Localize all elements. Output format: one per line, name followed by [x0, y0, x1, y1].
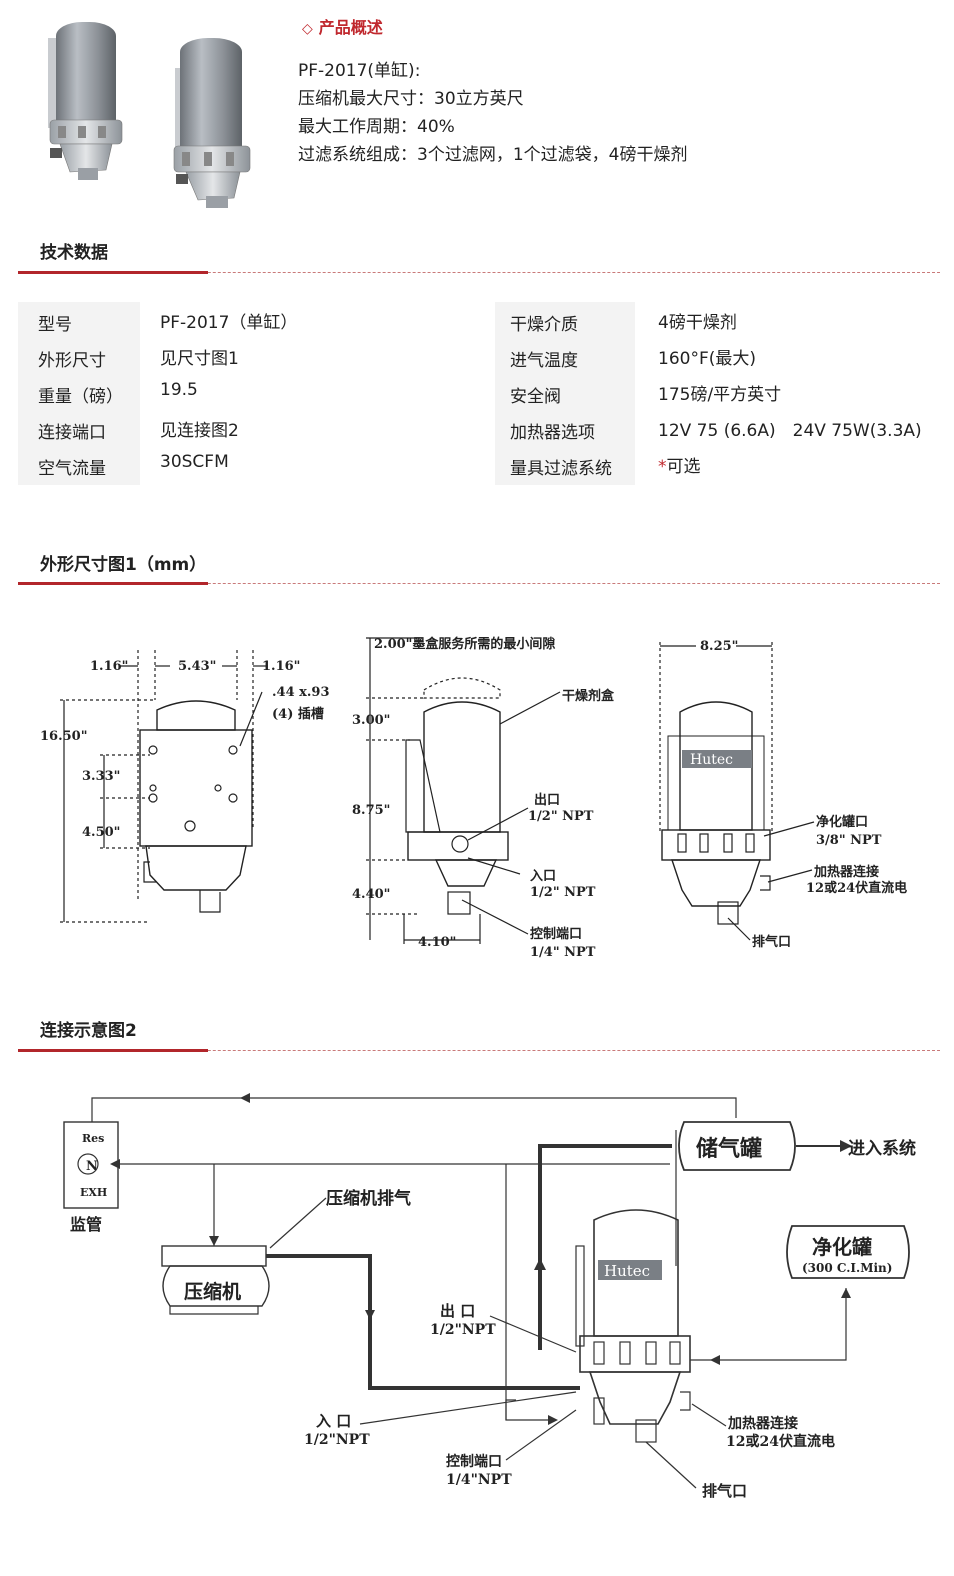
- spec-label: 量具过滤系统: [510, 459, 612, 479]
- overview-title: ◇产品概述: [302, 18, 383, 37]
- dim-label: (4) 插槽: [272, 706, 324, 722]
- spec-label: 型号: [38, 315, 72, 335]
- conn-label: 1/4"NPT: [446, 1472, 512, 1488]
- dim-label: 3/8" NPT: [816, 833, 882, 848]
- spec-label: 重量（磅）: [38, 387, 123, 407]
- spec-right-label-column: [495, 302, 635, 485]
- dim-label: 出口: [534, 792, 560, 808]
- brand-label: Hutec: [604, 1262, 650, 1280]
- dim-label: 8.75": [352, 803, 390, 818]
- spec-value: 见尺寸图1: [160, 349, 239, 369]
- conn-label: 1/2"NPT: [430, 1322, 496, 1338]
- dim-label: 入口: [530, 869, 556, 884]
- brand-label: Hutec: [690, 752, 733, 768]
- dimension-drawing: 1.16" 5.43" 1.16" .44 x.93 (4) 插槽 16.50"…: [40, 636, 907, 960]
- spec-label: 空气流量: [38, 459, 106, 479]
- dim-label: .44 x.93: [272, 685, 330, 700]
- conn-label: 储气罐: [696, 1136, 762, 1162]
- spec-value: 160°F(最大): [658, 349, 756, 369]
- spec-value: PF-2017（单缸）: [160, 313, 298, 333]
- spec-value: 175磅/平方英寸: [658, 385, 782, 405]
- overview-line-2: 压缩机最大尺寸：30立方英尺: [298, 89, 524, 109]
- dim-label: 16.50": [40, 729, 87, 744]
- spec-value: *可选: [658, 452, 701, 477]
- dim-label: 2.00"墨盒服务所需的最小间隙: [374, 636, 555, 652]
- spec-label: 干燥介质: [510, 315, 578, 335]
- dim-label: 12或24伏直流电: [806, 880, 907, 896]
- dim-section-bar: [18, 582, 208, 585]
- dim-label: 4.40": [352, 887, 390, 902]
- conn-label: 监管: [70, 1215, 102, 1234]
- conn-label: 1/2"NPT: [304, 1432, 370, 1448]
- conn-label: 入 口: [316, 1412, 351, 1430]
- conn-label: 净化罐: [812, 1235, 872, 1259]
- dim-label: 5.43": [178, 659, 216, 674]
- spec-label: 进气温度: [510, 351, 578, 371]
- dim-label: 1/2" NPT: [530, 885, 596, 900]
- spec-value: 见连接图2: [160, 421, 239, 441]
- spec-left-label-column: [18, 302, 140, 485]
- conn-label: 排气口: [702, 1482, 747, 1500]
- dim-section-title: 外形尺寸图1（mm）: [40, 555, 207, 575]
- conn-label: 进入系统: [848, 1138, 916, 1159]
- dim-label: 1.16": [90, 659, 128, 674]
- tech-section-title: 技术数据: [40, 243, 108, 263]
- conn-label: 压缩机: [184, 1280, 241, 1303]
- spec-label: 加热器选项: [510, 423, 595, 443]
- tech-section-rule: [18, 272, 940, 273]
- overview-line-3: 最大工作周期：40%: [298, 117, 455, 137]
- dim-label: 排气口: [752, 934, 791, 950]
- brand-plate: [598, 1260, 662, 1280]
- back-view: [659, 642, 815, 941]
- diamond-icon: ◇: [302, 21, 313, 37]
- dim-label: 8.25": [700, 639, 738, 654]
- conn-label: 12或24伏直流电: [726, 1433, 835, 1450]
- product-photo: [48, 22, 251, 208]
- front-view: [60, 650, 268, 923]
- conn-section-title: 连接示意图2: [40, 1021, 137, 1041]
- conn-section-rule: [18, 1050, 940, 1051]
- conn-label: 加热器连接: [727, 1415, 798, 1432]
- connection-diagram: Res N EXH 监管 压缩机排气 压缩机 储气罐 进入系统 净化罐 (300…: [63, 1093, 916, 1500]
- spec-value: 12V 75 (6.6A) 24V 75W(3.3A): [658, 421, 922, 441]
- dim-label: 1/2" NPT: [528, 809, 594, 824]
- dim-label: 净化罐口: [816, 814, 868, 830]
- dim-label: 4.10": [418, 935, 456, 950]
- overview-line-4: 过滤系统组成：3个过滤网，1个过滤袋，4磅干燥剂: [298, 145, 688, 165]
- conn-section-bar: [18, 1049, 208, 1052]
- spec-label: 外形尺寸: [38, 351, 106, 371]
- side-view: [366, 637, 561, 944]
- conn-label: N: [86, 1159, 98, 1174]
- spec-value: 4磅干燥剂: [658, 313, 737, 333]
- conn-label: EXH: [80, 1186, 107, 1199]
- spec-label: 安全阀: [510, 387, 561, 407]
- dim-label: 1.16": [262, 659, 300, 674]
- dryer-unit-photo-2: [173, 38, 251, 208]
- spec-label: 连接端口: [38, 423, 106, 443]
- spec-value: 30SCFM: [160, 452, 229, 472]
- brand-plate: [682, 750, 752, 768]
- spec-value: 19.5: [160, 380, 198, 400]
- dim-section-rule: [18, 583, 940, 584]
- conn-label: 控制端口: [446, 1453, 502, 1470]
- spec-value-text: 可选: [666, 457, 701, 477]
- dim-label: 3.33": [82, 769, 120, 784]
- required-mark: *: [658, 457, 667, 477]
- dim-label: 4.50": [82, 825, 120, 840]
- conn-label: 出 口: [440, 1302, 475, 1320]
- dim-label: 1/4" NPT: [530, 945, 596, 960]
- conn-label: Res: [82, 1132, 104, 1145]
- overview-line-1: PF-2017(单缸):: [298, 61, 421, 81]
- dim-label: 加热器连接: [813, 864, 879, 880]
- dim-label: 3.00": [352, 713, 390, 728]
- conn-label: 压缩机排气: [326, 1188, 411, 1209]
- dryer-unit-photo-1: [48, 22, 123, 180]
- dim-label: 控制端口: [530, 926, 582, 942]
- conn-label: (300 C.I.Min): [802, 1261, 892, 1275]
- dim-label: 干燥剂盒: [562, 688, 615, 704]
- tech-section-bar: [18, 271, 208, 274]
